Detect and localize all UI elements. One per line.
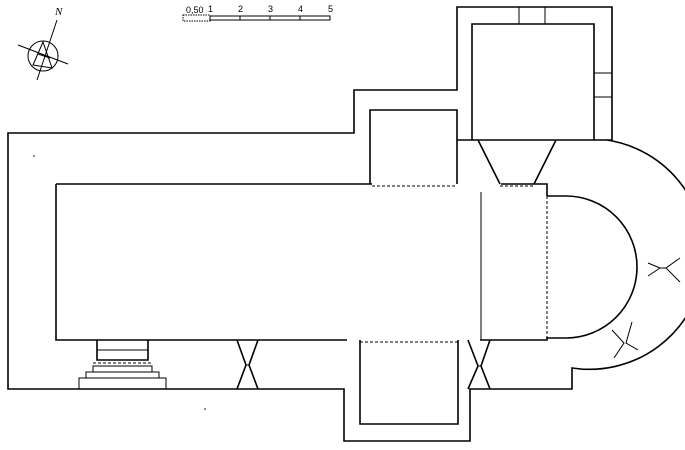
scale-label: 2 [238,4,243,14]
chancel-south-window [467,339,491,390]
tower-window-top [518,7,546,24]
tower-splayed-opening [477,139,557,185]
step-3 [78,377,167,390]
scale-label: 4 [298,4,303,14]
north-arrow-needle [36,19,58,81]
scale-label: 0,50 [186,5,204,15]
north-arrow-label: N [54,6,63,18]
north-arrow-mid [37,53,51,59]
north-arrow-head [32,40,53,69]
scale-label: 1 [208,4,213,14]
north-chapel [369,109,458,184]
scale-bar: 0,50 1 2 3 4 5 [182,4,333,22]
apse-southeast-window [611,321,639,359]
tower-room [471,23,595,141]
apse-east-window [647,257,681,283]
outer-wall [7,6,685,442]
survey-dot [204,408,206,410]
step-1 [92,365,153,373]
tower-window-right [594,72,612,98]
scale-bar-hatched-segment [182,14,211,22]
nave-interior [55,183,548,341]
south-chapel [359,340,459,425]
north-arrow-crossbar [17,44,69,65]
entrance-steps [78,340,167,390]
apse-interior [547,195,638,339]
step-2 [85,371,160,379]
scale-label: 3 [268,4,273,14]
scale-label: 5 [328,4,333,14]
survey-dot [33,155,35,157]
north-arrow: N [17,6,69,81]
